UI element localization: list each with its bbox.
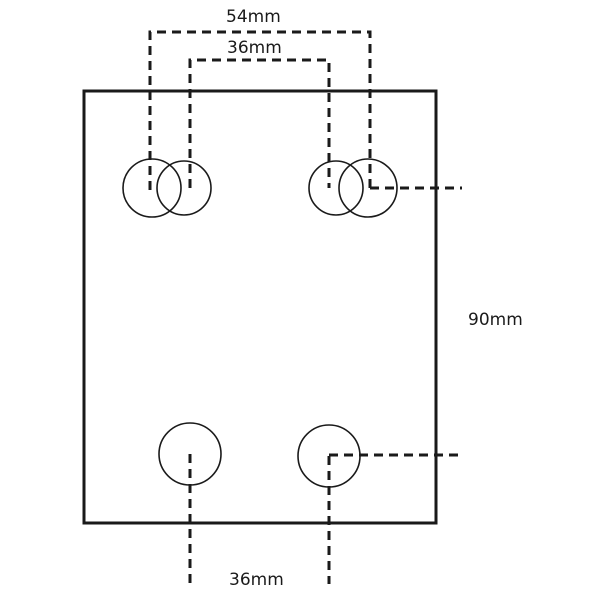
dimension-label-36mm-bottom: 36mm [229, 570, 284, 590]
top-right-slot-hole [308, 158, 398, 218]
dimension-line-36mm-top [188, 58, 331, 188]
dimension-line-54mm [148, 30, 372, 190]
dimension-label-54mm: 54mm [226, 7, 281, 27]
plate-outline [82, 89, 438, 525]
dimension-label-36mm-top: 36mm [227, 38, 282, 58]
top-left-slot-hole [122, 158, 212, 218]
dimension-label-90mm: 90mm [468, 310, 523, 330]
